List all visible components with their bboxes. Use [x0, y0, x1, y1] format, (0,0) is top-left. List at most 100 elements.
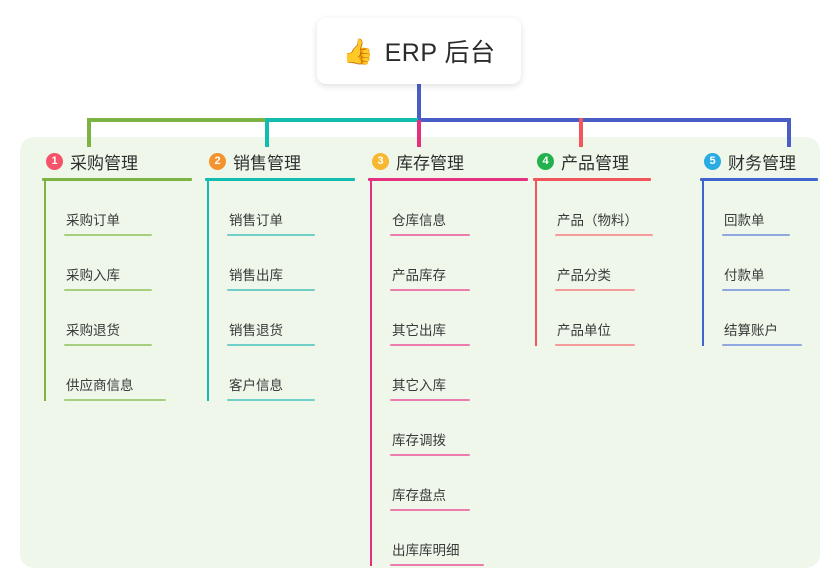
leaf-node[interactable]: 客户信息: [207, 346, 315, 401]
branch-rule-4: [533, 178, 651, 181]
leaf-rule: [64, 289, 152, 291]
branch-header-4[interactable]: 4 产品管理: [533, 148, 698, 174]
leaf-rule: [64, 344, 152, 346]
root-node-card[interactable]: 👍 ERP 后台: [317, 18, 521, 84]
leaf-node[interactable]: 采购入库: [44, 236, 152, 291]
root-node-title: ERP 后台: [384, 39, 496, 67]
branch-column-1: 1 采购管理 采购订单 采购入库 采购退货 供应商信息: [42, 148, 192, 401]
branch-leaves-5: 回款单 付款单 结算账户: [700, 181, 839, 346]
leaf-label: 仓库信息: [392, 213, 446, 228]
leaf-rule: [390, 454, 470, 456]
branch-title-5: 财务管理: [728, 153, 796, 173]
leaf-label: 出库库明细: [392, 543, 460, 558]
leaf-node[interactable]: 仓库信息: [370, 181, 470, 236]
branch-spine-2: [207, 181, 209, 401]
leaf-rule: [722, 344, 802, 346]
branch-rule-3: [368, 178, 528, 181]
leaf-node[interactable]: 库存盘点: [370, 456, 470, 511]
branch-spine-5: [702, 181, 704, 346]
leaf-label: 库存调拨: [392, 433, 446, 448]
leaf-node[interactable]: 产品（物料）: [535, 181, 653, 236]
leaf-node[interactable]: 销售退货: [207, 291, 315, 346]
leaf-node[interactable]: 付款单: [702, 236, 790, 291]
leaf-rule: [555, 344, 635, 346]
leaf-rule: [722, 234, 790, 236]
leaf-label: 采购入库: [66, 268, 120, 283]
branch-title-3: 库存管理: [396, 153, 464, 173]
leaf-node[interactable]: 产品库存: [370, 236, 470, 291]
leaf-label: 回款单: [724, 213, 765, 228]
leaf-node[interactable]: 采购退货: [44, 291, 152, 346]
leaf-label: 其它出库: [392, 323, 446, 338]
leaf-rule: [390, 399, 470, 401]
thumbs-up-icon: 👍: [342, 36, 374, 66]
branch-header-2[interactable]: 2 销售管理: [205, 148, 355, 174]
branch-spine-3: [370, 181, 372, 566]
branch-leaves-2: 销售订单 销售出库 销售退货 客户信息: [205, 181, 355, 401]
branch-column-2: 2 销售管理 销售订单 销售出库 销售退货 客户信息: [205, 148, 355, 401]
leaf-label: 产品库存: [392, 268, 446, 283]
leaf-rule: [722, 289, 790, 291]
leaf-label: 销售退货: [229, 323, 283, 338]
branch-rule-5: [700, 178, 818, 181]
leaf-label: 客户信息: [229, 378, 283, 393]
leaf-label: 产品分类: [557, 268, 611, 283]
leaf-label: 采购订单: [66, 213, 120, 228]
leaf-rule: [390, 344, 470, 346]
leaf-label: 销售出库: [229, 268, 283, 283]
leaf-label: 付款单: [724, 268, 765, 283]
leaf-rule: [390, 289, 470, 291]
branch-column-4: 4 产品管理 产品（物料） 产品分类 产品单位: [533, 148, 698, 346]
leaf-node[interactable]: 销售订单: [207, 181, 315, 236]
leaf-label: 其它入库: [392, 378, 446, 393]
leaf-rule: [227, 289, 315, 291]
leaf-node[interactable]: 回款单: [702, 181, 790, 236]
leaf-node[interactable]: 供应商信息: [44, 346, 166, 401]
leaf-label: 销售订单: [229, 213, 283, 228]
branch-header-3[interactable]: 3 库存管理: [368, 148, 528, 174]
leaf-label: 库存盘点: [392, 488, 446, 503]
leaf-rule: [227, 234, 315, 236]
branch-column-5: 5 财务管理 回款单 付款单 结算账户: [700, 148, 839, 346]
leaf-node[interactable]: 产品单位: [535, 291, 635, 346]
branch-header-5[interactable]: 5 财务管理: [700, 148, 839, 174]
leaf-rule: [227, 344, 315, 346]
leaf-label: 结算账户: [724, 323, 778, 338]
branch-rule-1: [42, 178, 192, 181]
leaf-label: 供应商信息: [66, 378, 134, 393]
leaf-node[interactable]: 结算账户: [702, 291, 802, 346]
branch-leaves-3: 仓库信息 产品库存 其它出库 其它入库 库存调拨 库存盘点: [368, 181, 528, 566]
root-node-content: 👍 ERP 后台: [342, 33, 495, 69]
branch-rule-2: [205, 178, 355, 181]
branch-leaves-4: 产品（物料） 产品分类 产品单位: [533, 181, 698, 346]
branch-column-3: 3 库存管理 仓库信息 产品库存 其它出库 其它入库 库存调拨: [368, 148, 528, 566]
branch-number-badge-5: 5: [704, 152, 721, 170]
leaf-rule: [390, 564, 484, 566]
branch-header-1[interactable]: 1 采购管理: [42, 148, 192, 174]
branch-title-2: 销售管理: [233, 153, 301, 173]
leaf-rule: [555, 289, 635, 291]
branch-number-badge-3: 3: [372, 152, 389, 170]
leaf-rule: [227, 399, 315, 401]
leaf-node[interactable]: 其它入库: [370, 346, 470, 401]
leaf-node[interactable]: 出库库明细: [370, 511, 484, 566]
branch-number-badge-1: 1: [46, 152, 63, 170]
leaf-node[interactable]: 库存调拨: [370, 401, 470, 456]
branch-number-badge-2: 2: [209, 152, 226, 170]
leaf-rule: [390, 234, 470, 236]
branch-spine-4: [535, 181, 537, 346]
branch-spine-1: [44, 181, 46, 401]
leaf-rule: [64, 234, 152, 236]
leaf-rule: [390, 509, 470, 511]
leaf-rule: [64, 399, 166, 401]
leaf-node[interactable]: 采购订单: [44, 181, 152, 236]
leaf-label: 产品单位: [557, 323, 611, 338]
leaf-node[interactable]: 其它出库: [370, 291, 470, 346]
leaf-rule: [555, 234, 653, 236]
branch-leaves-1: 采购订单 采购入库 采购退货 供应商信息: [42, 181, 192, 401]
leaf-node[interactable]: 产品分类: [535, 236, 635, 291]
leaf-label: 采购退货: [66, 323, 120, 338]
leaf-node[interactable]: 销售出库: [207, 236, 315, 291]
branch-title-4: 产品管理: [561, 153, 629, 173]
